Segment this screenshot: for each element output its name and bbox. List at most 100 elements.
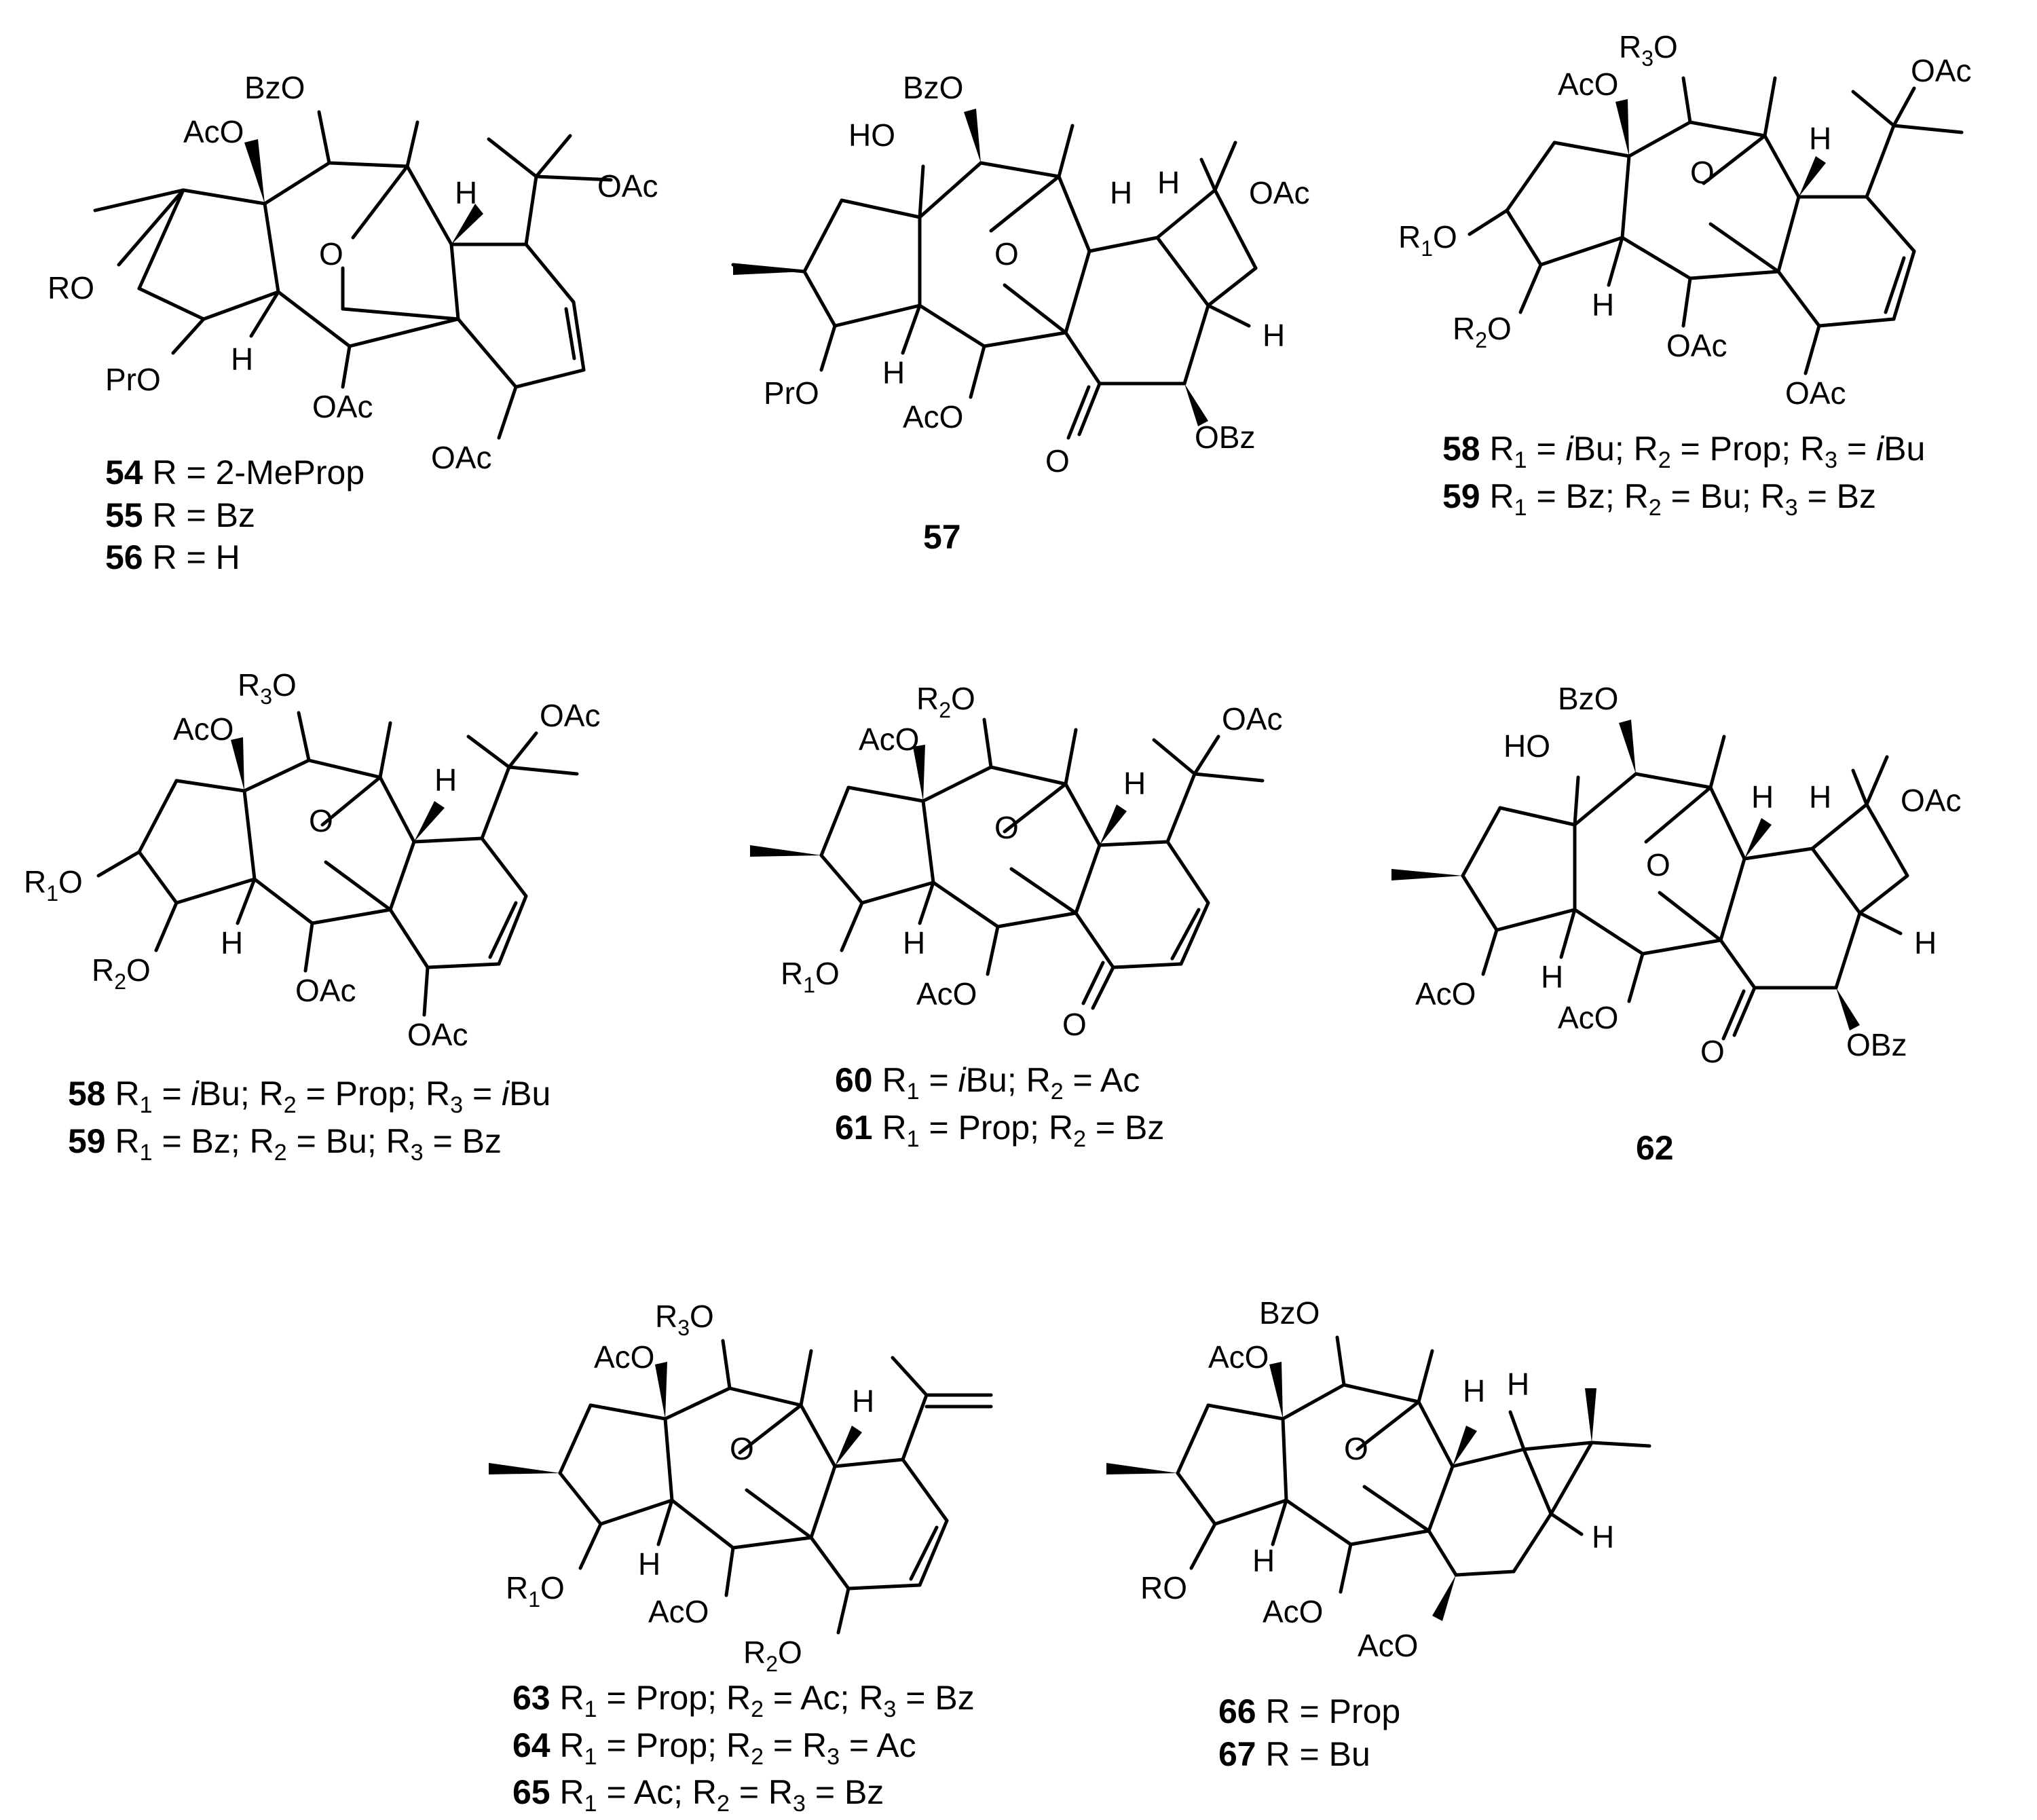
svg-text:OAc: OAc: [407, 1017, 468, 1052]
compound-number: 58: [68, 1075, 106, 1113]
compound-number: 60: [835, 1061, 873, 1099]
compound-number: 67: [1218, 1734, 1256, 1773]
svg-text:AcO: AcO: [1558, 1000, 1618, 1035]
compound-number: 65: [512, 1773, 550, 1811]
svg-text:H: H: [1263, 318, 1285, 353]
compound-number: 59: [1442, 477, 1480, 515]
svg-text:R2O: R2O: [743, 1635, 802, 1676]
svg-text:H: H: [1914, 925, 1937, 961]
compound-number: 57: [923, 518, 961, 556]
caption-66: 66 R = Prop 67 R = Bu: [1218, 1690, 1400, 1775]
compound-number: 66: [1218, 1692, 1256, 1730]
svg-text:OAc: OAc: [1666, 328, 1727, 363]
r-group-definition: R = Bu: [1265, 1734, 1370, 1773]
r-group-definition: R1 = Prop; R2 = Bz: [882, 1108, 1165, 1152]
svg-text:H: H: [1592, 1519, 1614, 1555]
svg-text:OAc: OAc: [295, 973, 356, 1008]
svg-text:R2O: R2O: [92, 952, 151, 994]
r-group-definition: R1 = iBu; R2 = Prop; R3 = iBu: [115, 1075, 551, 1118]
compound-number: 64: [512, 1726, 550, 1764]
compound-number: 55: [105, 496, 143, 534]
caption-62: 62: [1636, 1127, 1674, 1170]
svg-text:H: H: [231, 341, 253, 377]
svg-text:AcO: AcO: [648, 1594, 709, 1629]
svg-text:AcO: AcO: [1208, 1339, 1269, 1375]
svg-text:BzO: BzO: [903, 70, 963, 105]
svg-text:PrO: PrO: [764, 375, 819, 411]
svg-text:H: H: [1463, 1373, 1485, 1409]
r-group-definition: R1 = Bz; R2 = Bu; R3 = Bz: [115, 1121, 502, 1166]
structure-60: R2O AcO R1O H O H OAc AcO O: [750, 681, 1282, 1042]
svg-text:HO: HO: [848, 117, 895, 153]
svg-text:H: H: [1592, 287, 1614, 322]
svg-text:H: H: [1809, 779, 1831, 815]
svg-text:OAc: OAc: [1901, 783, 1961, 818]
structure-58-middle: R3O AcO R1O R2O H O H OAc OAc OAc: [24, 667, 600, 1052]
svg-text:AcO: AcO: [1263, 1594, 1323, 1629]
compound-number: 62: [1636, 1129, 1674, 1167]
svg-text:O: O: [309, 803, 333, 838]
svg-text:R1O: R1O: [24, 864, 83, 906]
r-group-definition: R = Prop: [1265, 1692, 1401, 1730]
svg-text:OBz: OBz: [1195, 420, 1255, 455]
svg-text:H: H: [903, 925, 925, 961]
svg-text:AcO: AcO: [1358, 1628, 1418, 1663]
r-group-definition: R = H: [152, 538, 240, 576]
svg-text:R2O: R2O: [916, 681, 975, 722]
caption-58-top: 58 R1 = iBu; R2 = Prop; R3 = iBu 59 R1 =…: [1442, 428, 1925, 522]
svg-text:OBz: OBz: [1846, 1027, 1907, 1062]
svg-text:R1O: R1O: [1398, 219, 1457, 261]
r-group-definition: R1 = iBu; R2 = Prop; R3 = iBu: [1489, 430, 1926, 473]
svg-text:AcO: AcO: [859, 722, 919, 757]
svg-text:O: O: [1690, 155, 1715, 190]
svg-text:O: O: [994, 236, 1019, 272]
caption-54: 54 R = 2-MeProp 55 R = Bz 56 R = H: [105, 451, 365, 579]
svg-text:H: H: [221, 925, 243, 961]
compound-number: 61: [835, 1108, 873, 1147]
svg-text:OAc: OAc: [540, 698, 600, 733]
svg-text:AcO: AcO: [183, 114, 244, 149]
svg-text:OAc: OAc: [1249, 175, 1309, 210]
svg-text:BzO: BzO: [1259, 1295, 1320, 1331]
svg-text:O: O: [994, 810, 1019, 845]
svg-text:H: H: [882, 355, 905, 390]
compound-number: 54: [105, 453, 143, 491]
svg-text:H: H: [638, 1546, 660, 1582]
svg-text:O: O: [1700, 1034, 1725, 1069]
svg-text:H: H: [1507, 1367, 1529, 1402]
svg-text:H: H: [455, 175, 477, 210]
svg-text:H: H: [1157, 165, 1180, 200]
svg-text:R1O: R1O: [506, 1570, 565, 1612]
svg-text:OAc: OAc: [312, 389, 373, 424]
svg-text:AcO: AcO: [173, 711, 233, 747]
svg-text:O: O: [730, 1431, 754, 1466]
svg-text:AcO: AcO: [1415, 976, 1476, 1011]
svg-text:O: O: [1062, 1007, 1087, 1042]
svg-text:H: H: [1110, 175, 1132, 210]
r-group-definition: R1 = Bz; R2 = Bu; R3 = Bz: [1489, 477, 1877, 521]
svg-text:R3O: R3O: [655, 1299, 714, 1340]
svg-text:H: H: [1252, 1543, 1275, 1578]
svg-text:RO: RO: [1140, 1570, 1187, 1605]
r-group-definition: R1 = iBu; R2 = Ac: [882, 1061, 1140, 1104]
structure-66: BzO AcO RO H O H H H AcO AcO: [1106, 1295, 1651, 1663]
svg-text:H: H: [1541, 959, 1563, 995]
structure-62: BzO HO AcO H O H H OAc AcO O OBz H: [1391, 681, 1961, 1069]
svg-text:O: O: [1344, 1431, 1368, 1466]
caption-58-middle: 58 R1 = iBu; R2 = Prop; R3 = iBu 59 R1 =…: [68, 1073, 550, 1167]
svg-text:AcO: AcO: [1558, 67, 1618, 102]
svg-text:BzO: BzO: [244, 70, 305, 105]
svg-text:R2O: R2O: [1453, 311, 1512, 352]
svg-text:R3O: R3O: [1619, 29, 1678, 71]
svg-text:HO: HO: [1503, 728, 1550, 764]
svg-text:O: O: [1646, 847, 1670, 883]
svg-text:OAc: OAc: [1222, 701, 1282, 737]
svg-text:H: H: [1123, 766, 1146, 801]
svg-text:AcO: AcO: [903, 399, 963, 434]
r-group-definition: R1 = Prop; R2 = Ac; R3 = Bz: [559, 1679, 975, 1722]
compound-number: 59: [68, 1121, 106, 1160]
r-group-definition: R = Bz: [152, 496, 255, 534]
svg-text:H: H: [434, 762, 457, 798]
